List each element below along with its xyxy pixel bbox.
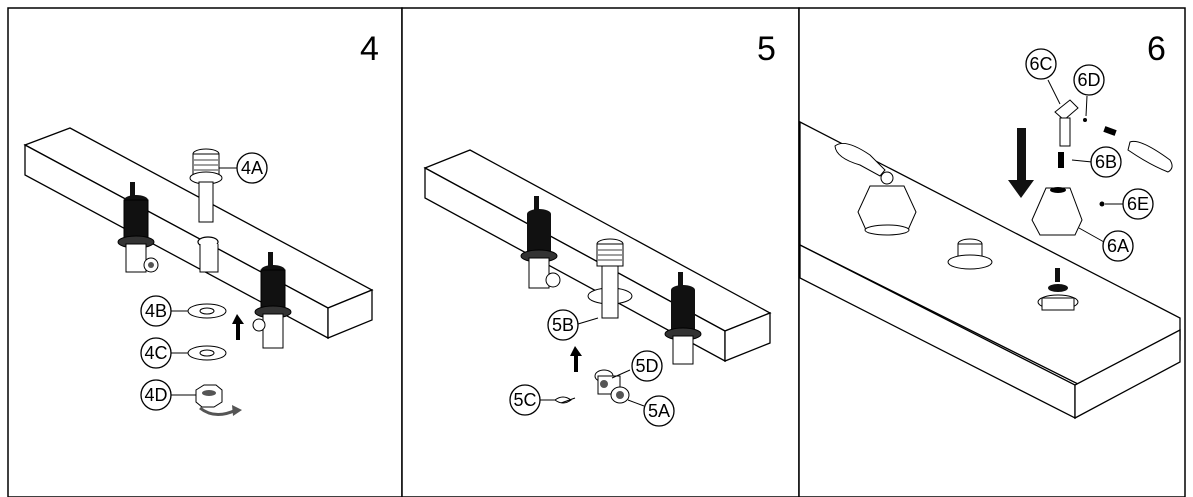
svg-text:6C: 6C <box>1029 54 1052 74</box>
step-number-6: 6 <box>1147 30 1166 68</box>
svg-text:4C: 4C <box>144 343 167 363</box>
svg-text:6E: 6E <box>1127 194 1149 214</box>
left-valve <box>117 182 159 273</box>
right-valve <box>252 252 292 349</box>
callout-6c: 6C <box>1025 48 1057 80</box>
step-number-5: 5 <box>757 30 776 68</box>
up-arrow-5 <box>570 346 582 372</box>
down-arrow-6 <box>1008 128 1034 198</box>
svg-text:6A: 6A <box>1107 236 1129 256</box>
spout-nut <box>947 238 993 270</box>
clip-5c <box>554 396 576 404</box>
callout-5b: 5B <box>547 309 579 341</box>
callout-5a: 5A <box>643 395 675 427</box>
callout-5c: 5C <box>509 384 541 416</box>
callout-6d: 6D <box>1073 64 1105 96</box>
right-valve <box>1037 268 1079 311</box>
panel-4-illustration <box>23 127 374 416</box>
callout-4c: 4C <box>140 337 172 369</box>
nut-4d <box>195 384 242 416</box>
up-arrow-4 <box>232 314 244 340</box>
panel-5-illustration <box>423 149 772 407</box>
countertop-side-face <box>327 289 373 339</box>
svg-text:6D: 6D <box>1077 70 1100 90</box>
spout-shank <box>587 238 633 319</box>
callout-6e: 6E <box>1122 188 1154 220</box>
callout-5d: 5D <box>631 350 663 382</box>
countertop-side-face <box>724 312 771 362</box>
callout-4b: 4B <box>140 295 172 327</box>
svg-text:5A: 5A <box>648 401 670 421</box>
handle-parts <box>1031 99 1173 236</box>
svg-text:5C: 5C <box>513 390 536 410</box>
svg-text:5D: 5D <box>635 356 658 376</box>
spout-shank <box>189 148 223 223</box>
panel-6-illustration <box>799 79 1181 420</box>
svg-text:5B: 5B <box>552 315 574 335</box>
callout-4d: 4D <box>140 379 172 411</box>
callout-4a: 4A <box>236 152 268 184</box>
step-number-4: 4 <box>360 30 379 68</box>
countertop-side-face <box>1074 328 1181 420</box>
svg-text:4D: 4D <box>144 385 167 405</box>
left-valve <box>520 196 561 289</box>
tee-fitting <box>594 369 630 404</box>
right-valve <box>664 272 702 365</box>
left-handle-installed <box>834 143 917 236</box>
callout-6a: 6A <box>1102 230 1134 262</box>
svg-text:4B: 4B <box>145 301 167 321</box>
svg-text:4A: 4A <box>241 158 263 178</box>
svg-text:6B: 6B <box>1095 152 1117 172</box>
callout-6b: 6B <box>1090 146 1122 178</box>
spout-hole-cut <box>199 244 219 273</box>
